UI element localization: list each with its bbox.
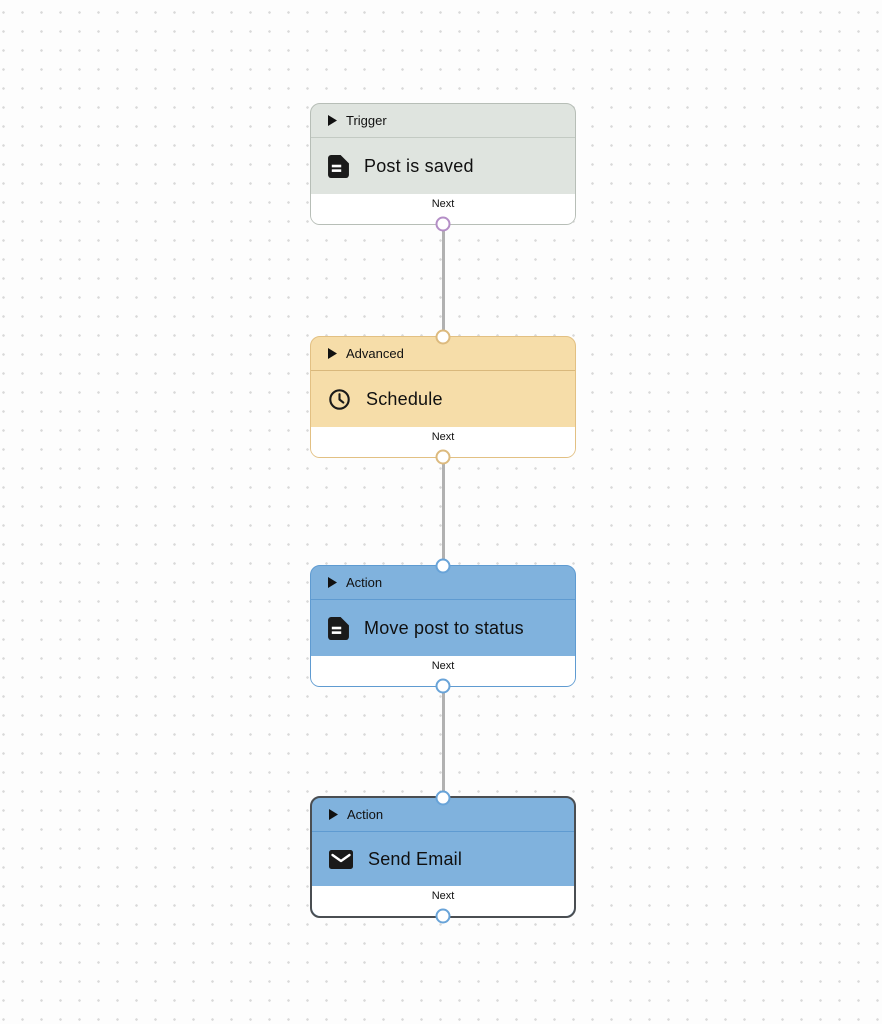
node-category-label: Action [346, 575, 383, 590]
input-port[interactable] [435, 790, 451, 806]
clock-icon [328, 388, 351, 411]
node-body: Schedule [311, 371, 575, 427]
play-icon [328, 577, 337, 588]
node-category-header[interactable]: Advanced [311, 337, 575, 371]
output-port[interactable] [435, 216, 451, 232]
next-port-label: Next [431, 198, 455, 210]
node-body: Send Email [312, 832, 574, 886]
node-trigger-post-is-saved[interactable]: Trigger Post is saved Next [310, 103, 576, 232]
next-port-label: Next [431, 431, 455, 443]
play-icon [328, 348, 337, 359]
node-category-header[interactable]: Trigger [311, 104, 575, 138]
node-title: Send Email [368, 848, 463, 869]
next-port-label: Next [431, 890, 455, 902]
node-title: Post is saved [364, 155, 474, 176]
node-category-header[interactable]: Action [312, 798, 574, 832]
node-title: Move post to status [364, 617, 524, 638]
mail-icon [329, 849, 353, 869]
node-advanced-schedule[interactable]: Advanced Schedule Next [310, 329, 576, 465]
connector-edge [441, 225, 445, 336]
node-body: Move post to status [311, 600, 575, 656]
node-category-label: Action [347, 807, 384, 822]
node-body: Post is saved [311, 138, 575, 194]
play-icon [328, 115, 337, 126]
document-icon [328, 154, 349, 178]
play-icon [329, 809, 338, 820]
input-port[interactable] [435, 558, 451, 574]
node-category-label: Advanced [346, 346, 404, 361]
node-title: Schedule [366, 388, 443, 409]
input-port[interactable] [435, 329, 451, 345]
output-port[interactable] [435, 449, 451, 465]
document-icon [328, 616, 349, 640]
output-port[interactable] [435, 908, 451, 924]
node-action-move-post-to-status[interactable]: Action Move post to status Next [310, 558, 576, 694]
output-port[interactable] [435, 678, 451, 694]
connector-edge [441, 458, 445, 565]
connector-edge [441, 687, 445, 796]
node-action-send-email[interactable]: Action Send Email Next [310, 790, 576, 924]
node-category-header[interactable]: Action [311, 566, 575, 600]
next-port-label: Next [431, 660, 455, 672]
node-category-label: Trigger [346, 113, 387, 128]
